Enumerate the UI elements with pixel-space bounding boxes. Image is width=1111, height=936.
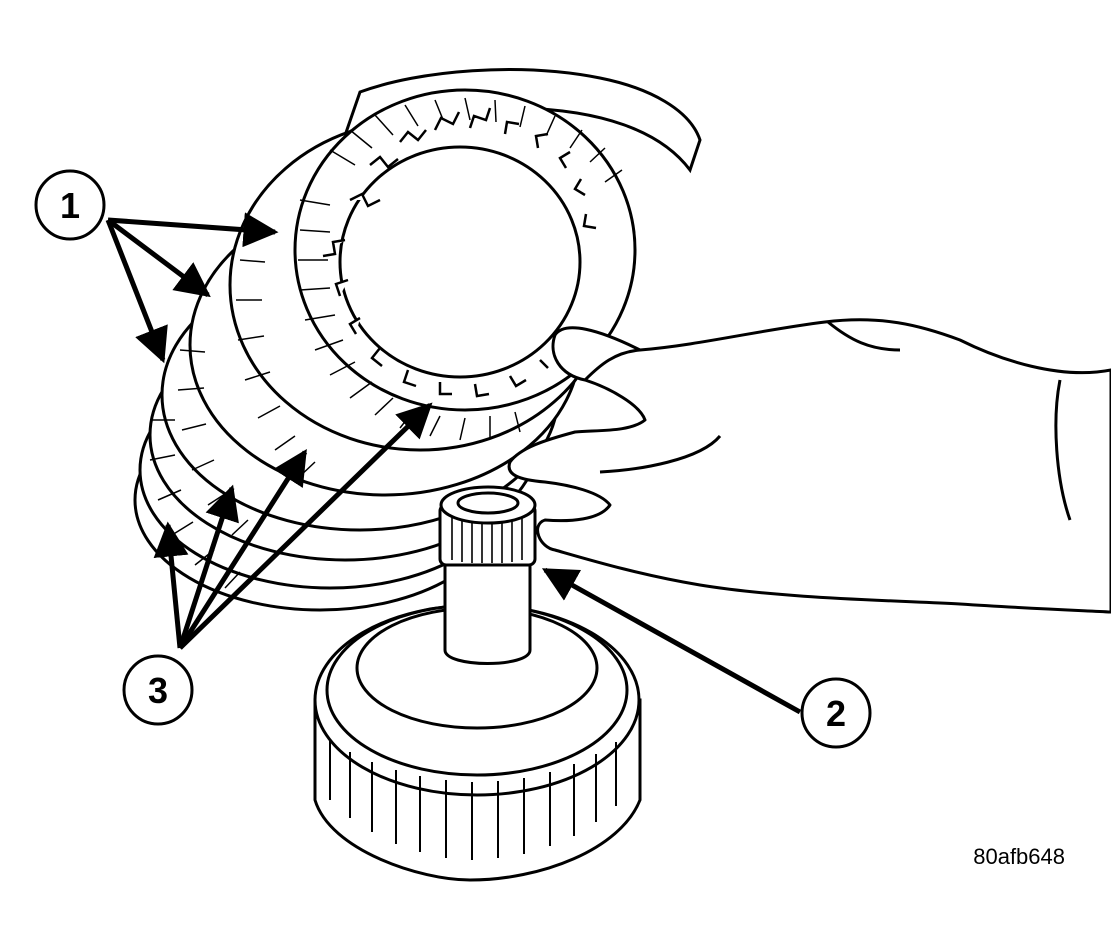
hub-splines — [329, 740, 617, 860]
callout-3: 3 — [122, 654, 194, 726]
figure-reference-code: 80afb648 — [973, 844, 1065, 869]
inner-spline-teeth — [322, 107, 597, 398]
shaft-splines — [451, 516, 523, 563]
hand — [507, 318, 1111, 614]
leader-arrows — [105, 212, 802, 715]
callout-1-label: 1 — [60, 185, 80, 226]
input-shaft — [438, 485, 537, 665]
callout-1: 1 — [34, 169, 106, 241]
callout-2: 2 — [800, 677, 872, 749]
callout-3-label: 3 — [148, 670, 168, 711]
callout-2-label: 2 — [826, 693, 846, 734]
